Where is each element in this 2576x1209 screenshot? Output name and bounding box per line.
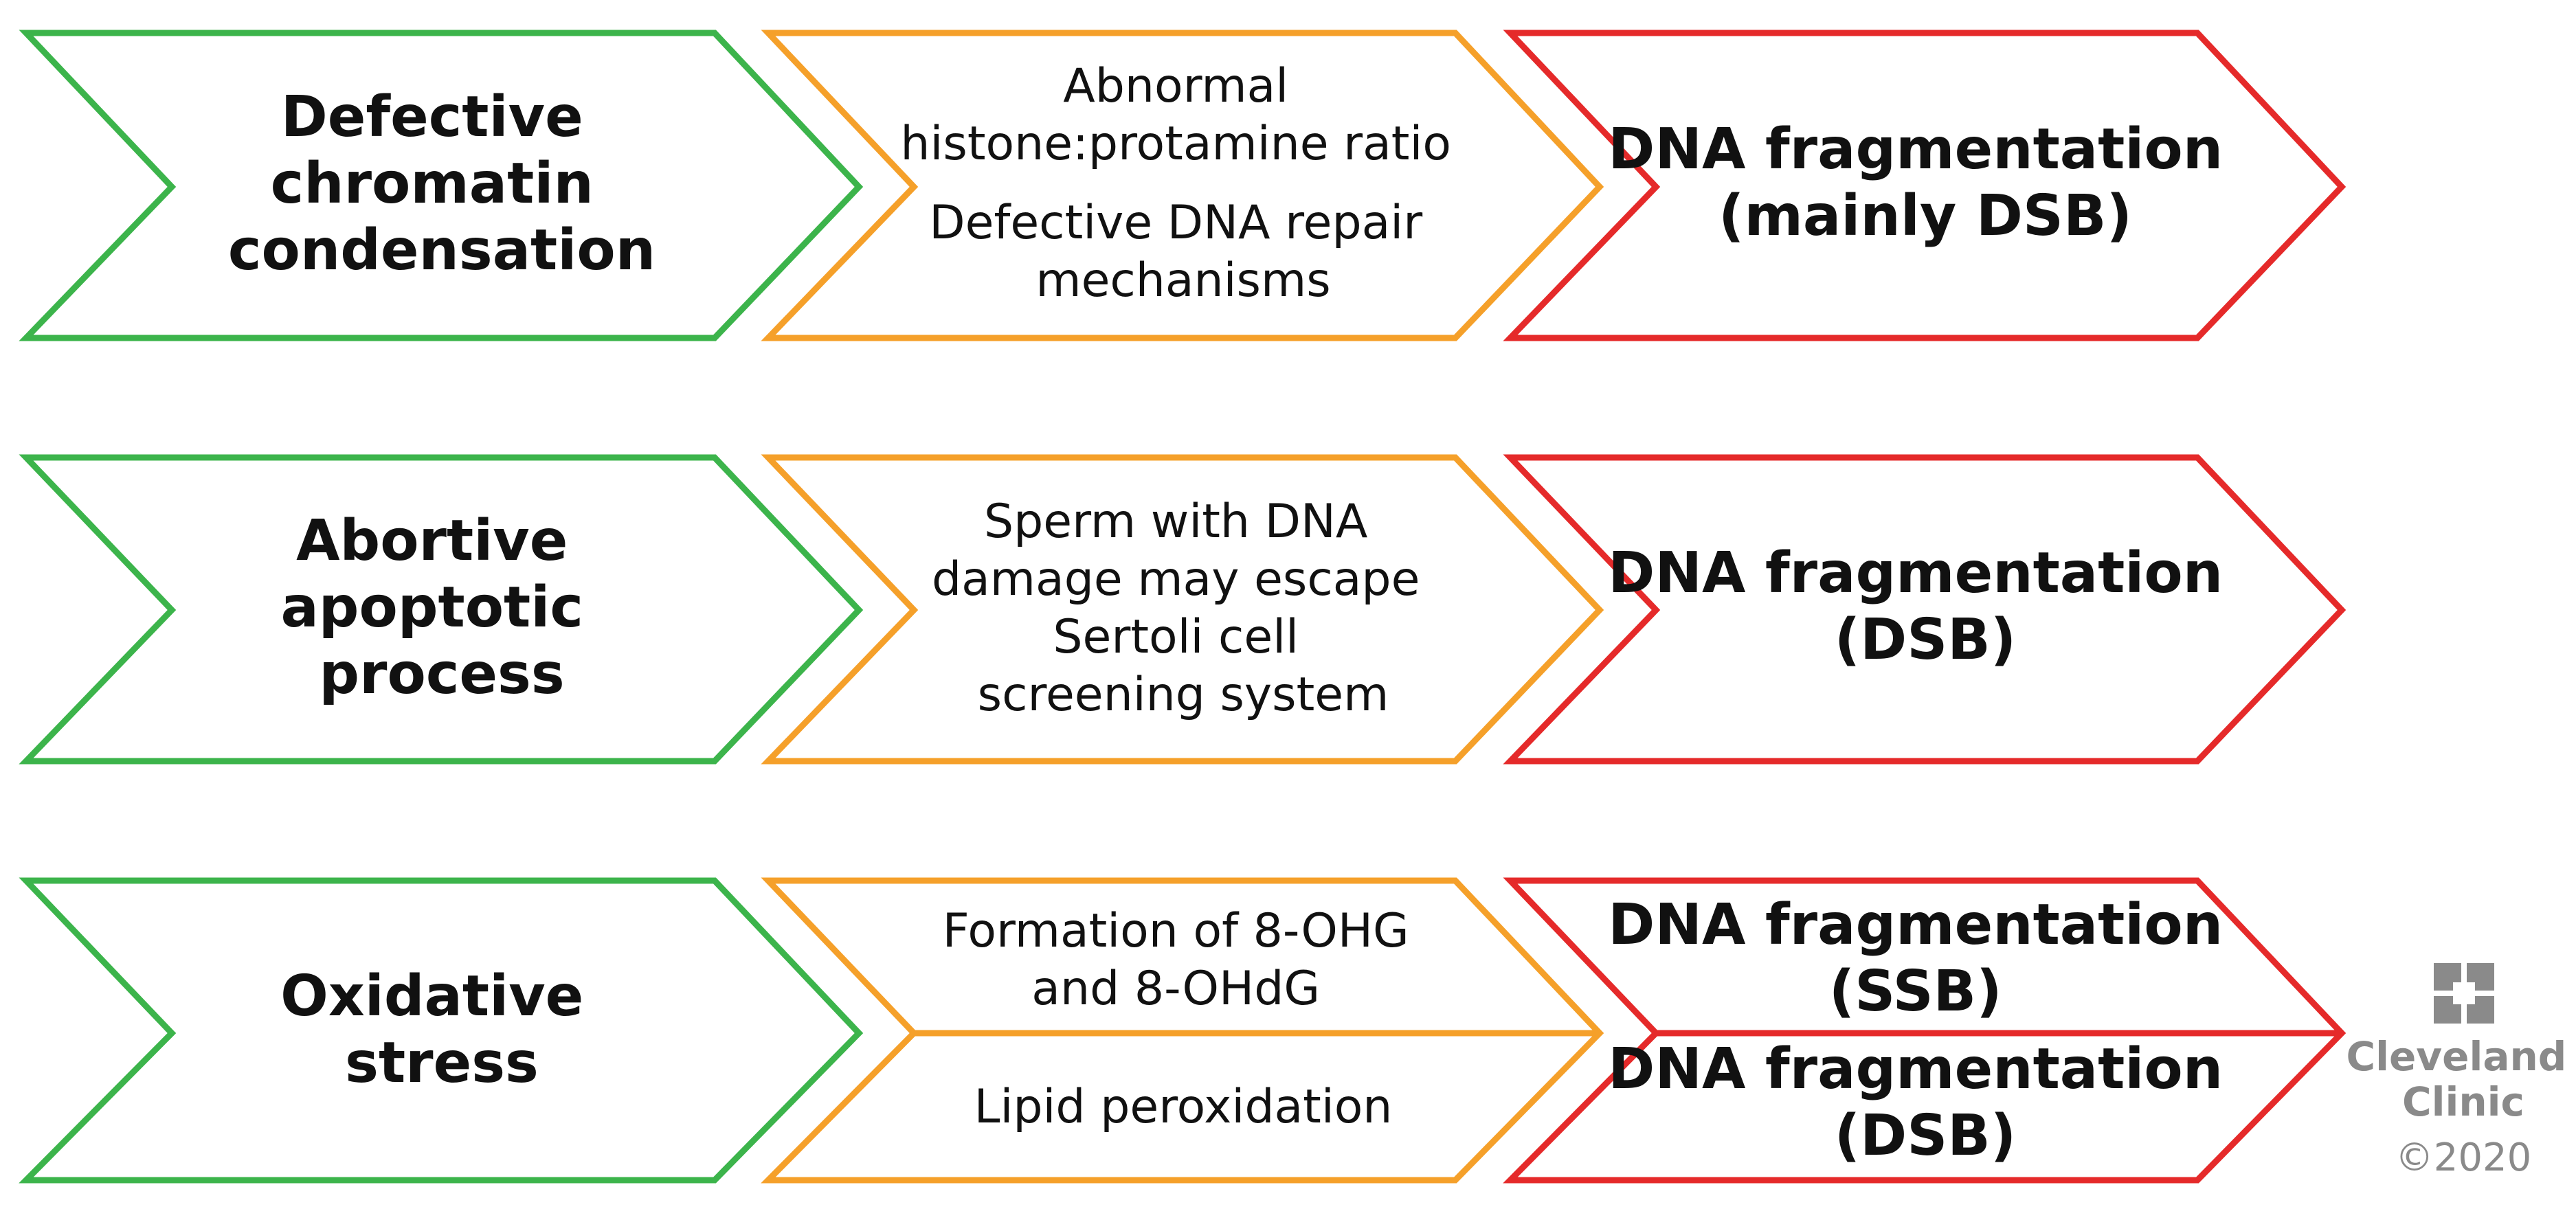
svg-text:Formation of 8-OHG and 8: Formation of 8-OHG and 8-OHdG Lipid pero… xyxy=(943,904,1424,1134)
mechanism-line: Abnormal xyxy=(1063,59,1288,113)
svg-text:Sperm with DNA damage ma: Sperm with DNA damage may escape Sertoli… xyxy=(932,495,1435,722)
cause-line: condensation xyxy=(228,218,656,283)
outcome-line: (DSB) xyxy=(1835,1103,2017,1168)
svg-text:DNA fragmentation (DSB): DNA fragmentation (DSB) xyxy=(1608,541,2242,673)
svg-text:Defective chromatin: Defective chromatin condensation xyxy=(228,84,656,283)
mechanism-line: Sertoli cell xyxy=(1053,610,1299,664)
mechanism-line: mechanisms xyxy=(1035,253,1330,308)
outcome-line: (mainly DSB) xyxy=(1718,183,2132,249)
logo-line: Cleveland xyxy=(2347,1033,2567,1080)
mechanism-line: screening system xyxy=(978,668,1389,722)
mechanism-line: Defective DNA repair xyxy=(929,196,1422,250)
mechanism-line: and 8-OHdG xyxy=(1031,962,1320,1016)
outcome-line: DNA fragmentation xyxy=(1608,117,2223,182)
cause-line: chromatin xyxy=(271,151,594,216)
row-apoptosis: Abortive apoptotic process Sperm with DN… xyxy=(19,454,2347,765)
cause-chevron xyxy=(19,877,864,1184)
mechanism-line: Formation of 8-OHG xyxy=(943,904,1409,958)
cause-line: apoptotic xyxy=(280,575,583,640)
cause-line: process xyxy=(319,642,564,707)
svg-text:Cleveland Clinic: Cleveland Clinic xyxy=(2347,1033,2576,1125)
cleveland-clinic-cross-icon xyxy=(2434,963,2494,1024)
mechanism-line: histone:protamine ratio xyxy=(900,117,1451,171)
row-oxidative: Oxidative stress Formation of 8-OHG and … xyxy=(19,877,2347,1184)
cause-chevron xyxy=(19,30,864,341)
outcome-line: DNA fragmentation xyxy=(1608,1037,2223,1102)
cause-line: stress xyxy=(345,1030,539,1096)
mechanism-chevron xyxy=(761,454,1604,765)
outcome-chevron xyxy=(1503,30,2347,341)
svg-text:DNA fragmentation (SSB): DNA fragmentation (SSB) DNA fragmentatio… xyxy=(1608,892,2242,1168)
outcome-line: (DSB) xyxy=(1835,607,2017,673)
cause-chevron xyxy=(19,454,864,765)
cleveland-clinic-logo: Cleveland Clinic ©2020 xyxy=(2347,963,2576,1180)
logo-line: Clinic xyxy=(2402,1078,2524,1125)
svg-text:DNA fragmentation (mainl: DNA fragmentation (mainly DSB) xyxy=(1608,117,2242,249)
outcome-line: DNA fragmentation xyxy=(1608,541,2223,606)
mechanism-line: damage may escape xyxy=(932,552,1420,607)
logo-copyright: ©2020 xyxy=(2395,1135,2532,1180)
cause-line: Abortive xyxy=(296,508,568,574)
outcome-line: (SSB) xyxy=(1829,959,2002,1024)
mechanism-line: Lipid peroxidation xyxy=(974,1080,1393,1134)
mechanism-chevron xyxy=(761,30,1604,341)
cause-line: Oxidative xyxy=(280,964,583,1029)
cause-line: Defective xyxy=(281,84,583,150)
row-chromatin: Defective chromatin condensation Abnorma… xyxy=(19,30,2347,341)
outcome-line: DNA fragmentation xyxy=(1608,892,2223,958)
svg-text:Abnormal histone:protami: Abnormal histone:protamine ratio Defecti… xyxy=(900,59,1466,308)
svg-text:Oxidative stress: Oxidative stress xyxy=(280,964,603,1096)
mechanism-line: Sperm with DNA xyxy=(984,495,1367,549)
svg-text:Abortive apoptotic: Abortive apoptotic process xyxy=(280,508,603,707)
outcome-chevron xyxy=(1503,454,2347,765)
